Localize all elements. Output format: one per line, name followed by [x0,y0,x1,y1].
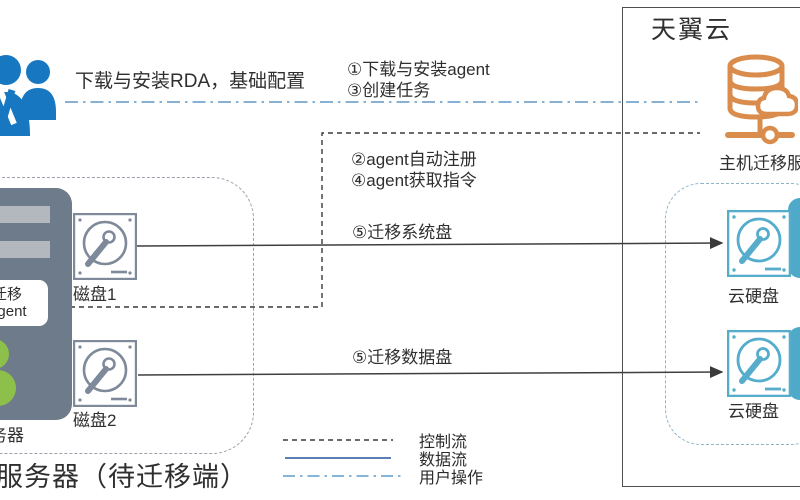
legend-control-label: 控制流 [419,434,468,451]
step1-label: ①下载与安装agent [347,60,490,79]
legend-data-label: 数据流 [419,452,468,469]
cloud-disk1-label: 云硬盘 [728,287,779,306]
server-slot [0,241,50,258]
migrate-sys-disk-label: ⑤迁移系统盘 [352,223,453,242]
legend-user-label: 用户操作 [419,470,484,487]
cloud-disk2-icon [727,330,791,397]
source-caption: 服务器（待迁移端） [0,462,248,492]
cloud-title: 天翼云 [651,16,733,44]
server-label: 服务器 [0,426,24,445]
cloud-host-shape [788,327,800,400]
cloud-disk-dashed-container [665,183,800,445]
disk1-icon [73,213,137,280]
tianyi-cloud-box [622,7,800,487]
disk1-label: 磁盘1 [73,285,117,304]
agent-label-line2: Agent [0,303,27,320]
user-config-label: 下载与安装RDA，基础配置 [75,71,306,92]
cloud-disk2-label: 云硬盘 [728,402,779,421]
source-server-dashed-container [0,177,254,454]
migration-agent-badge: 迁移 Agent [0,280,48,326]
users-icon [0,50,62,136]
legend-data-flow: 数据流 [281,446,467,470]
legend-user-operation: 用户操作 [281,464,483,488]
sys-disk-migration-arrow [136,237,724,250]
control-flow-line [70,132,700,308]
migrate-data-disk-label: ⑤迁移数据盘 [352,348,453,367]
step2-label: ②agent自动注册 [351,150,477,169]
cloud-disk1-icon [727,210,791,277]
disk2-icon [73,340,137,407]
cloud-host-shape [788,198,800,278]
host-migration-service-label: 主机迁移服务 [719,154,800,173]
data-disk-migration-arrow [137,366,724,379]
server-slot [0,206,50,223]
host-migration-service-icon [720,52,798,148]
agent-label-line1: 迁移 [0,286,22,303]
disk2-label: 磁盘2 [73,411,117,430]
legend-control-flow: 控制流 [281,428,467,452]
green-logo-icon [0,336,22,410]
step3-label: ③创建任务 [347,81,431,100]
step4-label: ④agent获取指令 [351,171,477,190]
